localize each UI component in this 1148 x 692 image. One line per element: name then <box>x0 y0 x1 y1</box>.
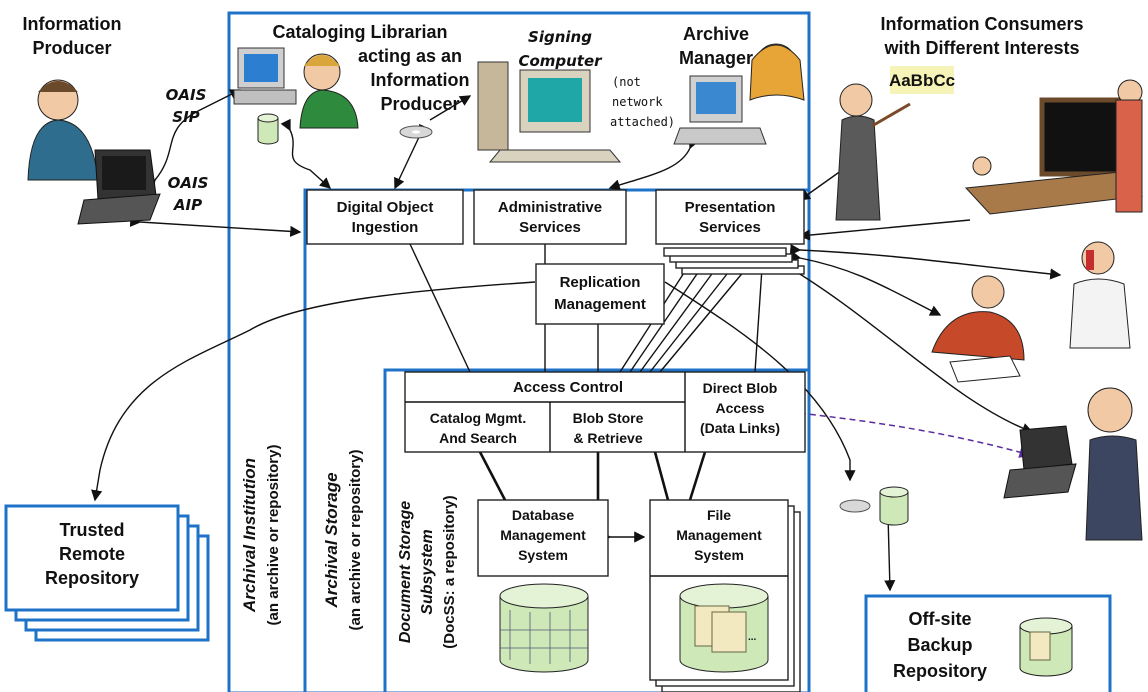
archival-institution-sub: (an archive or repository) <box>265 445 282 626</box>
blob-store-label-2: & Retrieve <box>573 430 642 446</box>
access-control-label: Access Control <box>513 379 623 396</box>
digital-object-label-1: Digital Object <box>337 199 434 216</box>
signing-label-1: Signing <box>528 28 592 46</box>
offsite-label-3: Repository <box>893 661 987 681</box>
dbms-label-1: Database <box>512 507 574 523</box>
catalog-mgmt-label-2: And Search <box>439 430 517 446</box>
classroom-icon <box>964 79 1144 215</box>
trusted-remote-label-3: Repository <box>45 568 139 588</box>
docss-title: Document Storage <box>397 501 414 643</box>
archival-institution-label: Archival Institution (an archive or repo… <box>240 445 282 626</box>
offsite-label-2: Backup <box>907 635 972 655</box>
oais-sip-label-1: OAIS <box>166 86 207 104</box>
file-cylinder-icon: ... <box>679 583 769 673</box>
archive-manager-label-2: Manager <box>679 48 753 68</box>
administrative-label-2: Services <box>519 219 581 236</box>
database-cylinder-icon <box>499 583 589 673</box>
presentation-services-box: Presentation Services <box>655 189 805 275</box>
trusted-remote-repository: Trusted Remote Repository <box>4 504 210 642</box>
digital-object-ingestion-box: Digital Object Ingestion <box>306 189 464 245</box>
consumers-label-2: with Different Interests <box>883 38 1079 58</box>
cataloging-label-2: acting as an <box>358 46 462 66</box>
dbms-box: Database Management System <box>477 499 609 577</box>
producer-laptop-icon <box>77 149 161 225</box>
archive-manager-label-1: Archive <box>683 24 749 44</box>
board-text: AaBbCc <box>889 71 955 90</box>
presentation-label-2: Services <box>699 219 761 236</box>
info-producer-label-1: Information <box>23 14 122 34</box>
file-mgmt-label-3: System <box>694 547 744 563</box>
offsite-label-1: Off-site <box>909 609 972 629</box>
not-network-label-2: network <box>612 95 663 109</box>
direct-blob-label-2: Access <box>715 400 764 416</box>
offsite-backup-repository: Off-site Backup Repository <box>864 594 1112 692</box>
replication-management-box: Replication Management <box>535 263 665 325</box>
docss-label: Document Storage Subsystem (DocSS: a rep… <box>397 495 458 648</box>
trusted-remote-label-2: Remote <box>59 544 125 564</box>
dbms-label-2: Management <box>500 527 586 543</box>
cataloging-label-3: Information <box>371 70 470 90</box>
archival-storage-sub: (an archive or repository) <box>347 450 364 631</box>
connection-lines <box>91 89 1062 592</box>
trusted-remote-label-1: Trusted <box>59 520 124 540</box>
archive-manager-computer-icon <box>673 75 767 145</box>
dbms-label-3: System <box>518 547 568 563</box>
direct-blob-label-3: (Data Links) <box>700 420 780 436</box>
administrative-services-box: Administrative Services <box>473 189 627 245</box>
abc-board: AaBbCc <box>889 66 955 94</box>
docss-title-2: Subsystem <box>419 529 436 614</box>
producer-person-icon <box>27 79 99 181</box>
administrative-label-1: Administrative <box>498 199 602 216</box>
docss-frame <box>383 368 811 692</box>
docss-sub: (DocSS: a repository) <box>441 495 458 648</box>
file-mgmt-label-2: Management <box>676 527 762 543</box>
file-mgmt-label-1: File <box>707 507 731 523</box>
cataloging-label-1: Cataloging Librarian <box>272 22 447 42</box>
svg-text:...: ... <box>748 632 757 643</box>
oais-sip-label-2: SIP <box>172 108 199 126</box>
not-network-label-1: (not <box>612 75 641 89</box>
docss-top-panel: Access Control Catalog Mgmt. And Search … <box>404 371 806 453</box>
cataloging-label-4: Producer <box>380 94 459 114</box>
librarian-computer-icon <box>233 47 297 145</box>
businessman-laptop-icon <box>1003 387 1143 541</box>
oais-aip-label-1: OAIS <box>168 174 209 192</box>
backup-media-icon <box>839 486 909 526</box>
replication-label-1: Replication <box>560 274 641 291</box>
signing-label-2: Computer <box>518 52 603 70</box>
consumers-label-1: Information Consumers <box>880 14 1083 34</box>
cd-disk-icon <box>399 125 433 139</box>
blob-store-label-1: Blob Store <box>573 410 644 426</box>
presentation-label-1: Presentation <box>685 199 776 216</box>
student-person-icon <box>931 275 1025 383</box>
digital-object-label-2: Ingestion <box>352 219 419 236</box>
direct-blob-label-1: Direct Blob <box>703 380 778 396</box>
librarian-person-icon <box>299 53 359 129</box>
signing-computer-icon <box>477 61 622 163</box>
oais-aip-label-2: AIP <box>173 196 202 214</box>
info-producer-label-2: Producer <box>32 38 111 58</box>
replication-label-2: Management <box>554 296 646 313</box>
not-network-label-3: attached) <box>610 115 675 129</box>
phone-person-icon <box>1069 241 1131 349</box>
archival-storage-title: Archival Storage <box>322 472 341 608</box>
archival-storage-label: Archival Storage (an archive or reposito… <box>322 450 364 631</box>
teacher-person-icon <box>835 83 911 221</box>
archive-manager-person-icon <box>749 43 805 101</box>
archival-institution-title: Archival Institution <box>240 458 259 613</box>
catalog-mgmt-label-1: Catalog Mgmt. <box>430 410 526 426</box>
